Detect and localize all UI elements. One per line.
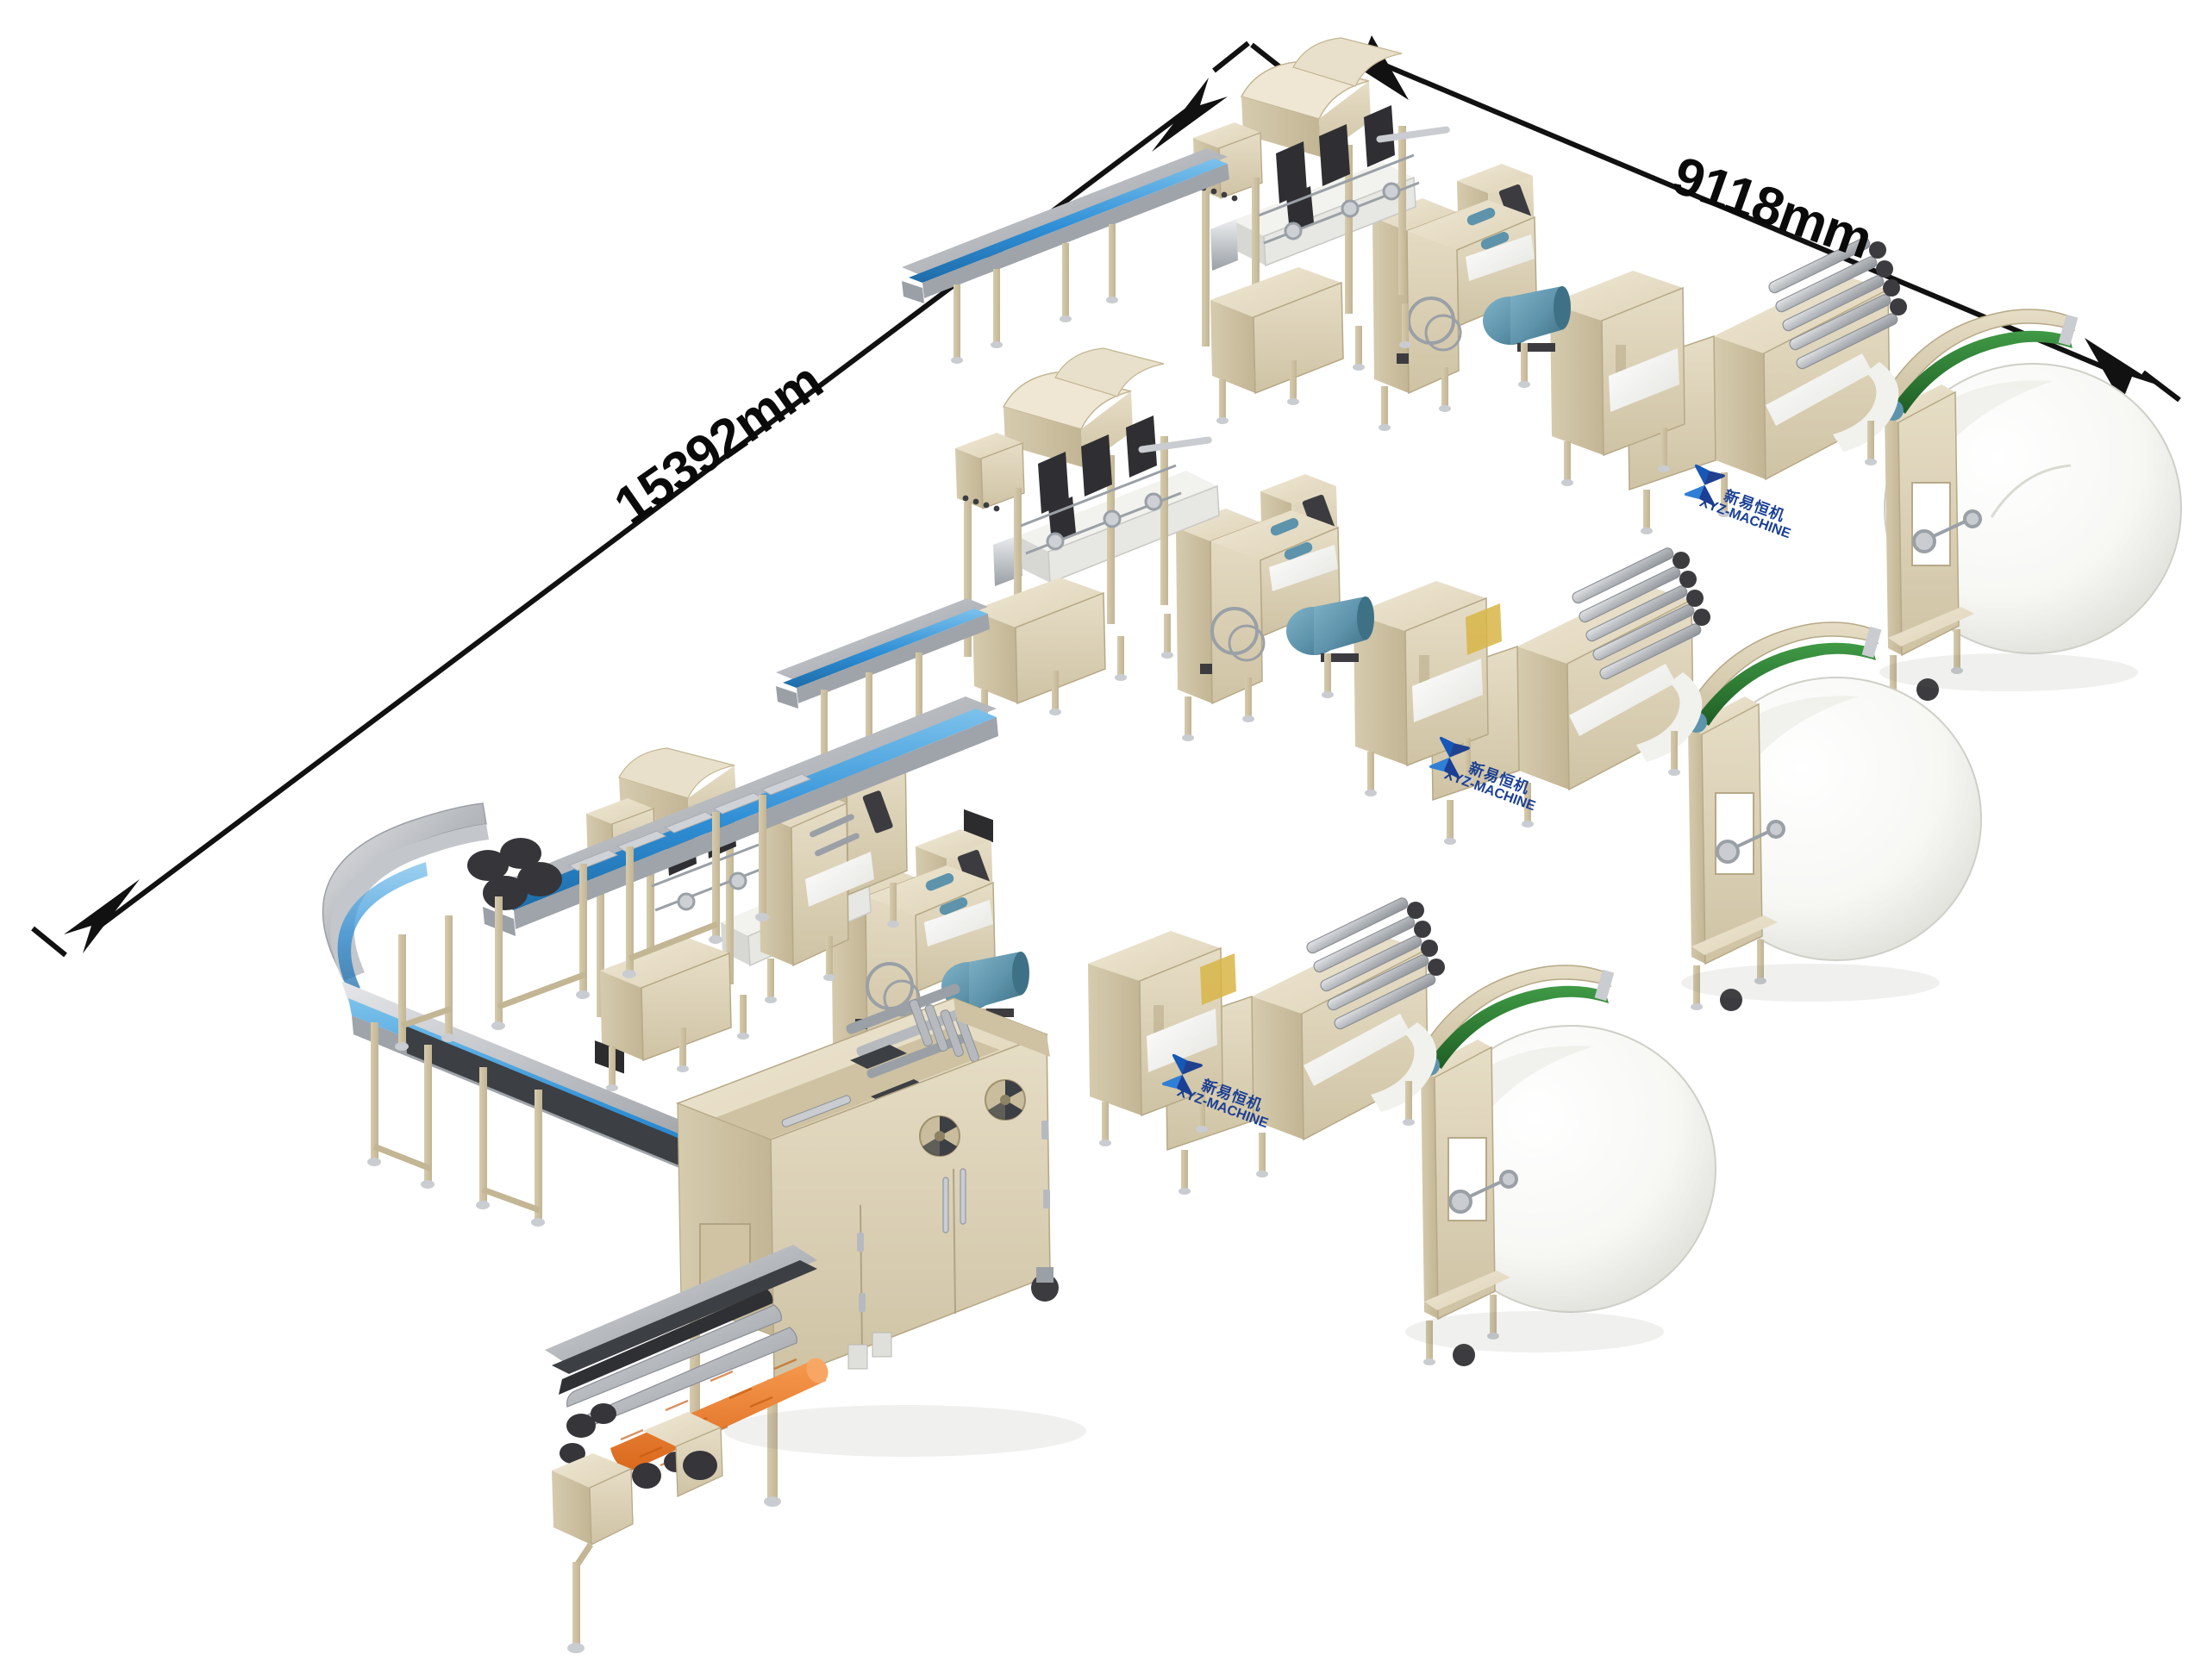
band-saw-log-cutter-1 — [1372, 164, 1571, 431]
band-saw-log-cutter-2 — [1176, 474, 1374, 741]
fan-grille-icon — [985, 1079, 1026, 1121]
jumbo-roll-unwind-stand-1 — [1883, 309, 2182, 701]
fan-grille-icon-2 — [919, 1115, 960, 1157]
cabinet-machine — [567, 984, 1059, 1653]
chain-conveyor-1 — [902, 148, 1229, 364]
log-accumulator-2 — [1354, 581, 1502, 796]
embossing-feed-unit — [545, 1245, 828, 1546]
log-accumulator-1 — [1550, 271, 1685, 486]
jumbo-roll-unwind-stand-3 — [1419, 965, 1716, 1366]
embossing-rewinder-3 — [1165, 897, 1445, 1195]
motor-2 — [1286, 596, 1374, 662]
motor-1 — [1483, 286, 1571, 352]
production-line-1 — [902, 37, 2182, 701]
production-line-3 — [586, 738, 1716, 1366]
bagging-machine-2 — [955, 347, 1212, 843]
log-accumulator-3 — [1088, 931, 1236, 1146]
chain-conveyor-2 — [776, 598, 990, 769]
jumbo-roll-unwind-stand-2 — [1686, 621, 1982, 1011]
ground-shadows — [724, 653, 2138, 1457]
motor-3 — [941, 952, 1029, 1017]
